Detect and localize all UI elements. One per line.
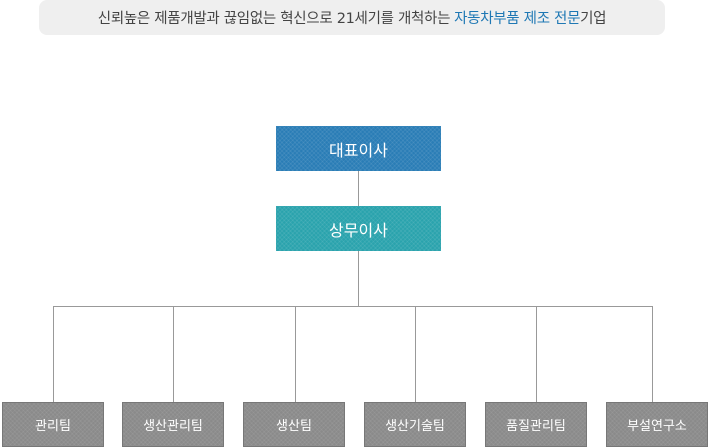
connector-dept-3 <box>295 306 296 402</box>
connector-dept-4 <box>415 306 416 402</box>
connector-ceo-exec <box>358 171 359 206</box>
connector-dept-2 <box>173 306 174 402</box>
dept-quality-control-team: 품질관리팀 <box>485 402 587 447</box>
company-tagline: 신뢰높은 제품개발과 끊임없는 혁신으로 21세기를 개척하는 자동차부품 제조… <box>39 0 665 35</box>
executive-director-box: 상무이사 <box>276 206 441 251</box>
dept-production-management-team: 생산관리팀 <box>122 402 224 447</box>
tagline-highlight: 자동차부품 제조 전문 <box>454 11 581 27</box>
connector-exec-bus <box>358 251 359 306</box>
connector-dept-5 <box>536 306 537 402</box>
dept-production-engineering-team: 생산기술팀 <box>364 402 466 447</box>
connector-dept-1 <box>53 306 54 402</box>
connector-horizontal-bus <box>53 306 653 307</box>
dept-production-team: 생산팀 <box>243 402 345 447</box>
dept-research-institute: 부설연구소 <box>606 402 708 447</box>
tagline-suffix: 기업 <box>580 11 607 27</box>
tagline-text: 신뢰높은 제품개발과 끊임없는 혁신으로 21세기를 개척하는 <box>97 11 451 27</box>
connector-dept-6 <box>652 306 653 402</box>
dept-management-team: 관리팀 <box>2 402 104 447</box>
ceo-box: 대표이사 <box>276 126 441 171</box>
